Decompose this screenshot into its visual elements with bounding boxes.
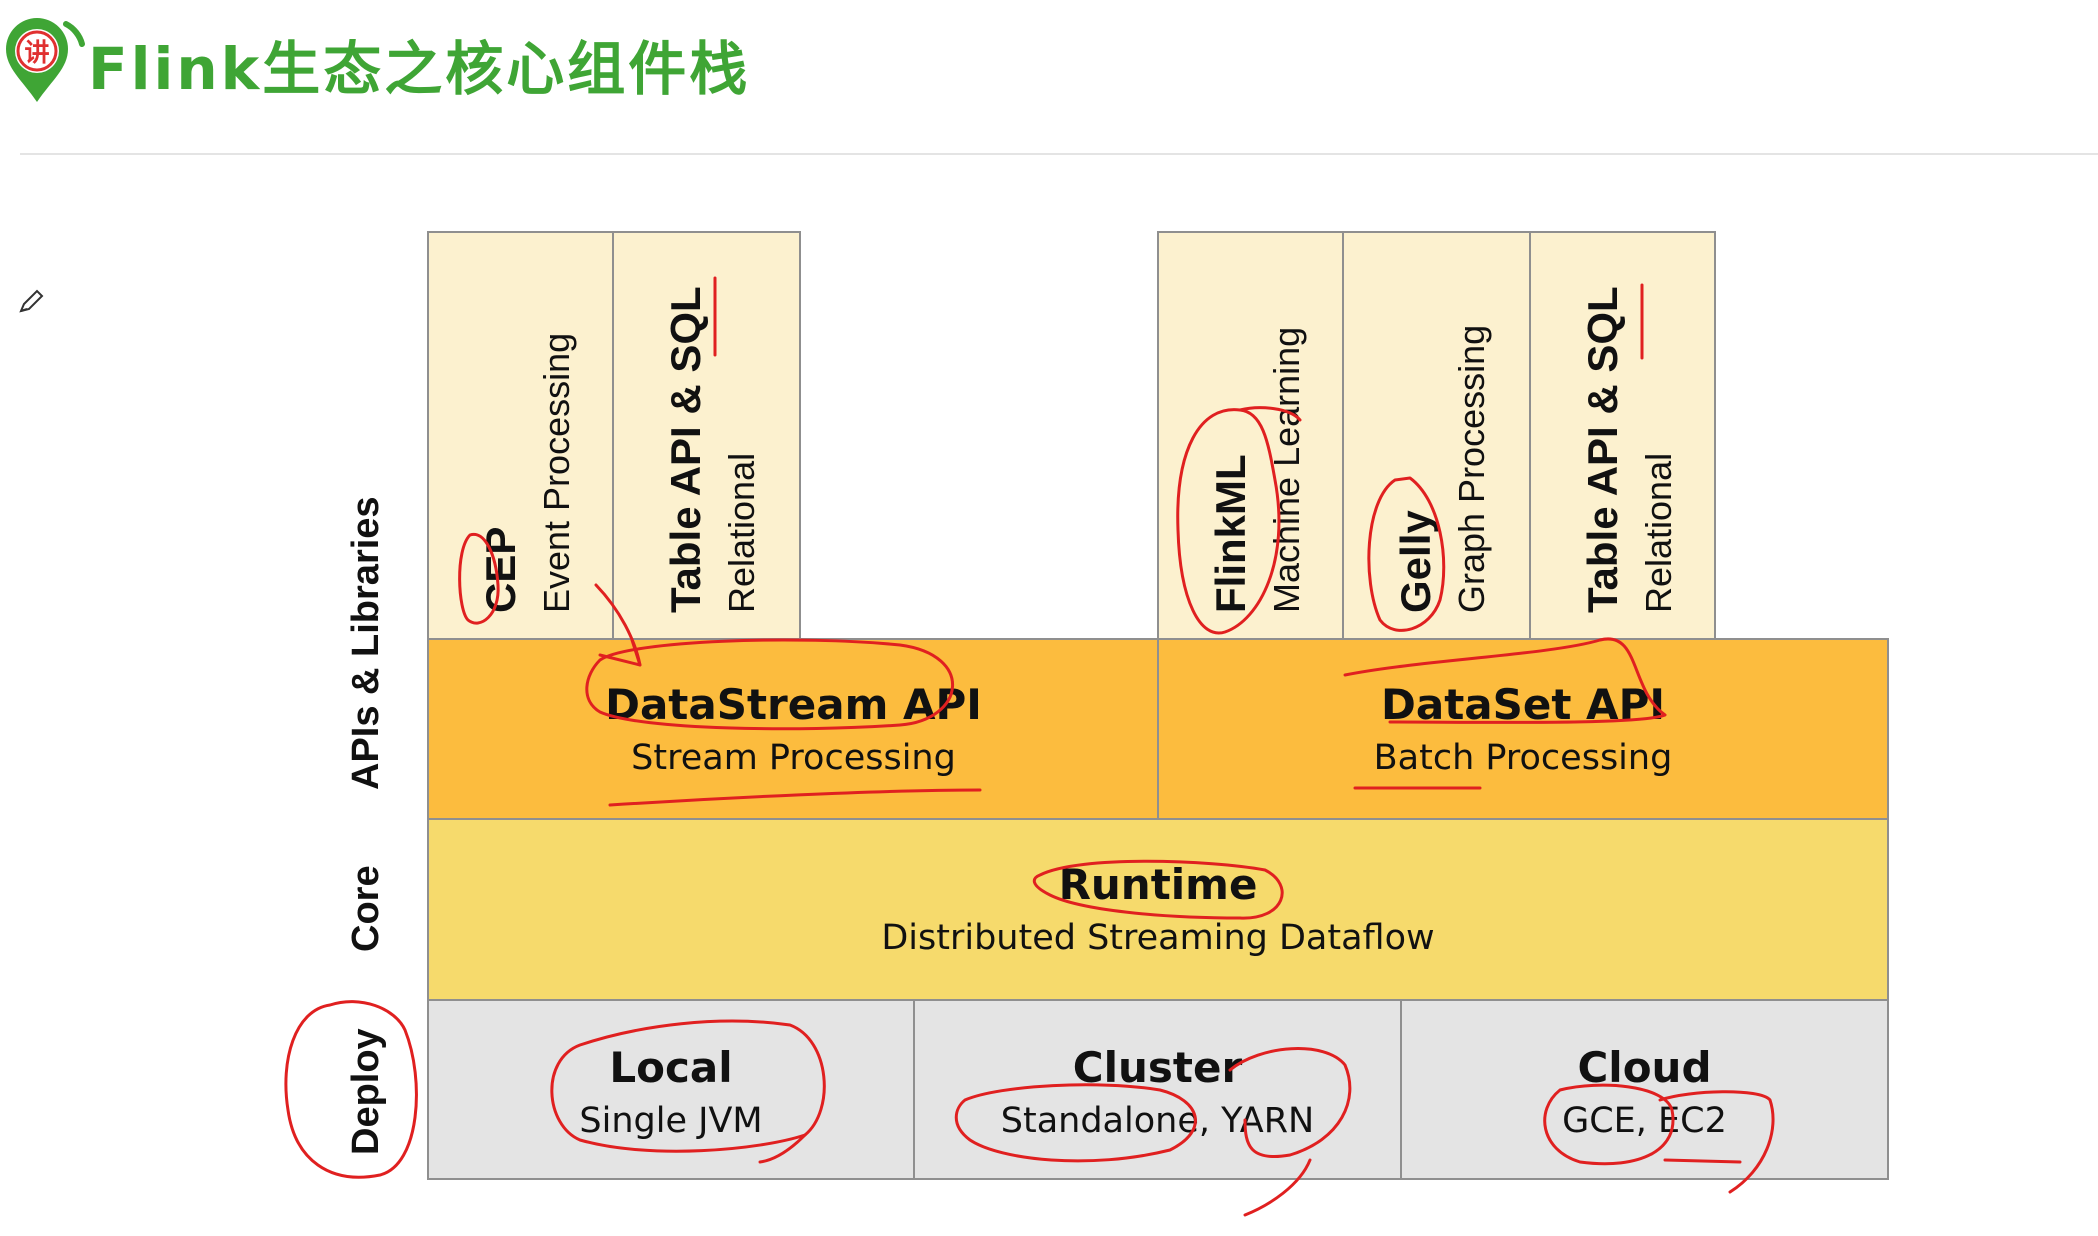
library-box-table-sql-2: Table API & SQL Relational [1529,231,1716,641]
deploy-local-box: Local Single JVM [427,999,915,1180]
library-box-gelly: Gelly Graph Processing [1342,231,1531,641]
library-name: Table API & SQL [662,286,709,613]
library-box-flinkml: FlinkML Machine Learning [1157,231,1344,641]
page-title: Flink生态之核心组件栈 [88,35,751,103]
side-label-deploy: Deploy [345,1028,387,1155]
api-desc: Batch Processing [1373,738,1673,778]
core-name: Runtime [1058,860,1258,909]
logo-glyph: 讲 [24,38,49,67]
deploy-desc: Standalone, YARN [1000,1101,1315,1141]
dataset-api-box: DataSet API Batch Processing [1157,638,1889,820]
divider [20,153,2098,155]
library-desc: Machine Learning [1266,326,1307,613]
library-desc: Relational [721,452,762,613]
library-desc: Graph Processing [1451,324,1492,613]
library-name: FlinkML [1207,454,1254,613]
core-desc: Distributed Streaming Dataflow [881,918,1435,958]
library-name: Table API & SQL [1579,286,1626,613]
pencil-icon[interactable] [16,287,46,317]
side-label-apis: APIs & Libraries [345,496,387,790]
deploy-cloud-box: Cloud GCE, EC2 [1400,999,1889,1180]
deploy-cluster-box: Cluster Standalone, YARN [913,999,1402,1180]
deploy-desc: GCE, EC2 [1562,1101,1727,1141]
api-desc: Stream Processing [631,738,956,778]
library-desc: Relational [1638,452,1679,613]
side-label-core: Core [345,865,387,952]
runtime-box: Runtime Distributed Streaming Dataflow [427,818,1889,1001]
library-box-cep: CEP Event Processing [427,231,614,641]
deploy-desc: Single JVM [579,1101,763,1141]
api-name: DataStream API [605,680,982,729]
datastream-api-box: DataStream API Stream Processing [427,638,1160,820]
library-box-table-sql-1: Table API & SQL Relational [612,231,801,641]
library-name: Gelly [1392,510,1439,613]
deploy-name: Cluster [1072,1043,1243,1092]
api-name: DataSet API [1381,680,1665,729]
library-name: CEP [477,526,524,613]
deploy-name: Local [609,1043,733,1092]
library-desc: Event Processing [536,332,577,613]
deploy-name: Cloud [1577,1043,1712,1092]
location-pin-icon: 讲 [6,18,85,102]
